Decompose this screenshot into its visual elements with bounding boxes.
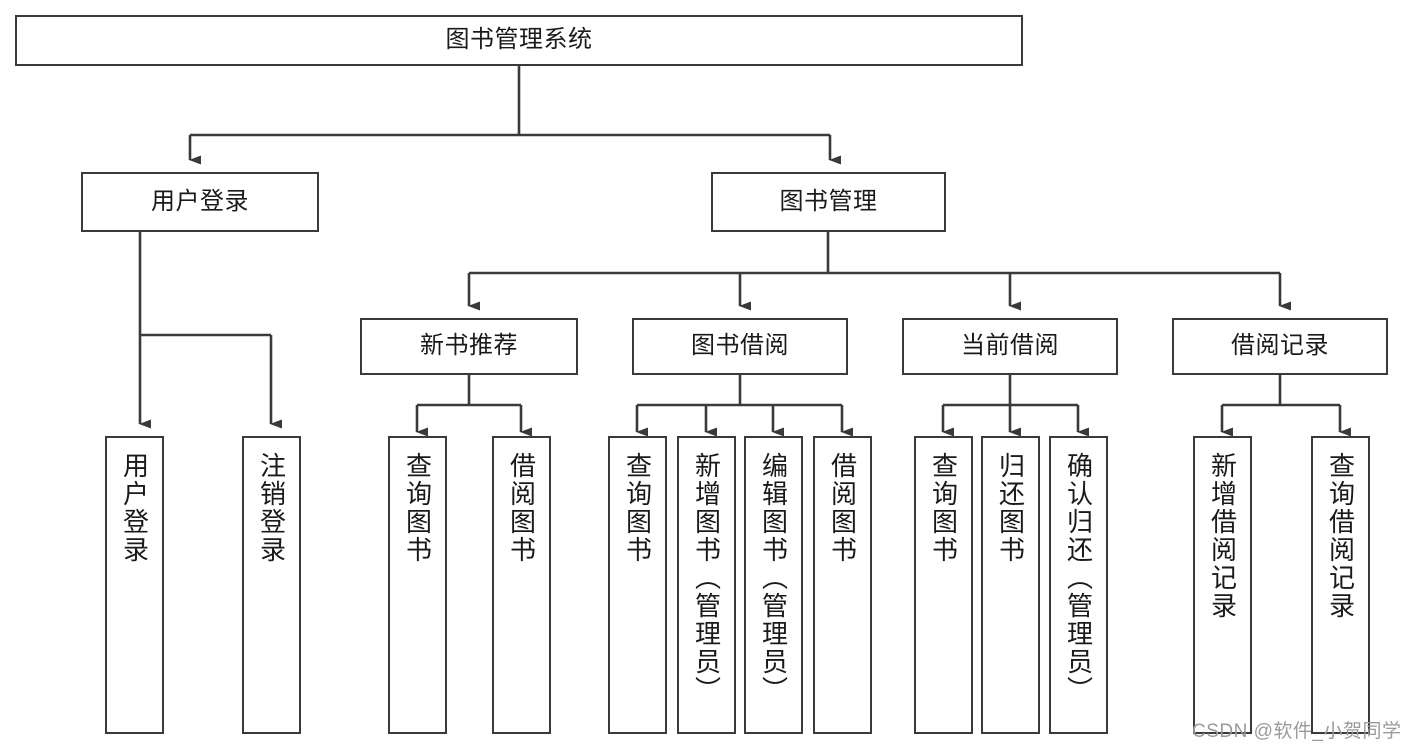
node-label: 图书管理系统 <box>445 26 593 54</box>
node-label: 查询图书 <box>402 452 433 564</box>
node-label: 图书借阅 <box>691 332 789 360</box>
leaf-user-login-login[interactable]: 用户登录 <box>105 436 164 734</box>
node-label: 图书管理 <box>779 187 878 215</box>
node-label: 新书推荐 <box>420 332 518 360</box>
node-label: 确认归还（管理员） <box>1063 452 1094 704</box>
leaf-borrow-query-book[interactable]: 查询图书 <box>608 436 667 734</box>
node-label: 编辑图书（管理员） <box>758 452 789 704</box>
node-label: 用户登录 <box>119 452 150 564</box>
leaf-current-return-book[interactable]: 归还图书 <box>981 436 1040 734</box>
leaf-record-query-borrow-record[interactable]: 查询借阅记录 <box>1311 436 1370 734</box>
node-label: 当前借阅 <box>961 332 1059 360</box>
node-borrow-record[interactable]: 借阅记录 <box>1172 318 1388 375</box>
node-label: 注销登录 <box>256 452 287 564</box>
node-label: 查询借阅记录 <box>1325 452 1356 620</box>
leaf-recommend-borrow-book[interactable]: 借阅图书 <box>492 436 551 734</box>
node-label: 新增借阅记录 <box>1207 452 1238 620</box>
leaf-record-add-borrow-record[interactable]: 新增借阅记录 <box>1193 436 1252 734</box>
node-label: 查询图书 <box>928 452 959 564</box>
node-label: 查询图书 <box>622 452 653 564</box>
leaf-user-login-logout[interactable]: 注销登录 <box>242 436 301 734</box>
node-current-borrow[interactable]: 当前借阅 <box>902 318 1118 375</box>
node-label: 新增图书（管理员） <box>691 452 722 704</box>
node-label: 借阅图书 <box>827 452 858 564</box>
leaf-current-confirm-return-admin[interactable]: 确认归还（管理员） <box>1049 436 1108 734</box>
leaf-current-query-book[interactable]: 查询图书 <box>914 436 973 734</box>
node-new-book-recommend[interactable]: 新书推荐 <box>360 318 578 375</box>
leaf-borrow-add-book-admin[interactable]: 新增图书（管理员） <box>677 436 736 734</box>
node-label: 借阅图书 <box>506 452 537 564</box>
csdn-watermark: CSDN @软件_小贺同学 <box>1192 721 1402 742</box>
leaf-borrow-borrow-book[interactable]: 借阅图书 <box>813 436 872 734</box>
node-label: 用户登录 <box>151 187 249 215</box>
node-label: 借阅记录 <box>1231 332 1329 360</box>
node-book-management[interactable]: 图书管理 <box>711 172 946 232</box>
leaf-borrow-edit-book-admin[interactable]: 编辑图书（管理员） <box>744 436 803 734</box>
node-label: 归还图书 <box>995 452 1026 564</box>
node-root-book-management-system[interactable]: 图书管理系统 <box>15 15 1023 66</box>
node-user-login[interactable]: 用户登录 <box>81 172 319 232</box>
leaf-recommend-query-book[interactable]: 查询图书 <box>388 436 447 734</box>
node-book-borrow[interactable]: 图书借阅 <box>632 318 848 375</box>
